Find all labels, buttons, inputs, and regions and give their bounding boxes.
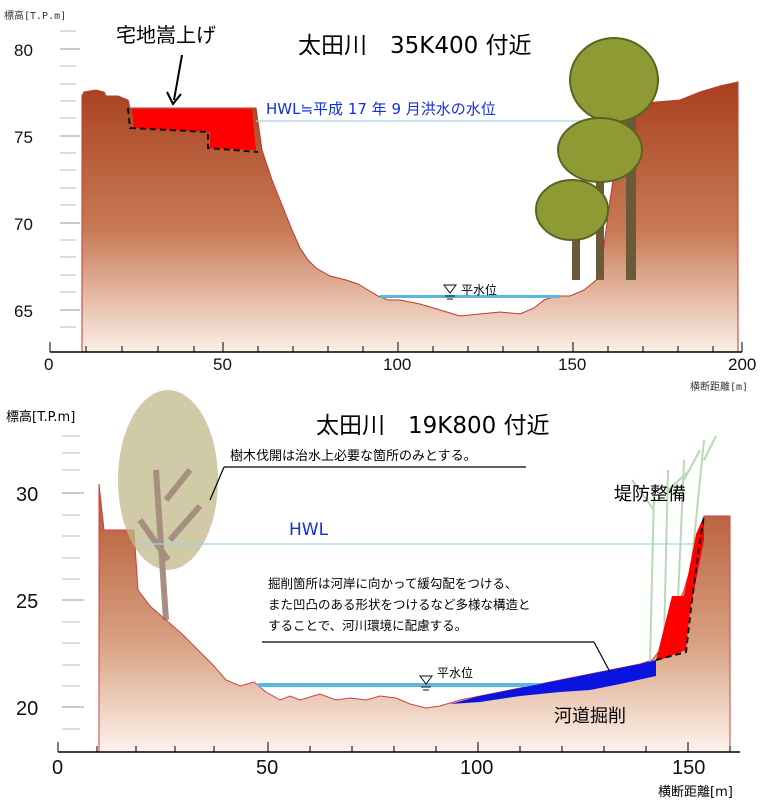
top-x-tick-50: 50 [213,355,232,374]
top-raise-dashed-outline [127,107,259,153]
bottom-excavation-area [450,660,656,704]
water-level-icon [419,675,433,691]
bottom-levee-label: 堤防整備 [614,484,686,505]
top-x-ticks [49,342,743,352]
bottom-x-axis-label: 横断距離[m] [658,785,733,800]
bottom-note-trees: 樹木伐開は治水上必要な箇所のみとする。 [230,448,477,464]
water-level-icon [443,284,457,300]
top-y-tick-75: 75 [14,128,33,147]
bottom-y-tick-25: 25 [16,591,38,613]
bottom-note-excavation-line-3: することで、河川環境に配慮する。 [268,618,467,633]
bottom-y-axis-label: 標高[T.P.m] [6,409,75,425]
top-water-surface [380,295,560,298]
bottom-excavation-label: 河道掘削 [554,706,626,727]
note-trees-pointer [209,466,225,501]
note-excavation-pointer [593,641,611,673]
top-raise-annotation: 宅地嵩上げ [116,23,216,47]
bottom-levee-dashed-outline [655,515,705,661]
top-x-tick-100: 100 [383,355,411,374]
bottom-water-level-label: 平水位 [437,665,473,680]
bottom-x-ticks [57,742,731,752]
bottom-levee-area [656,516,704,660]
top-raised-land [132,109,256,150]
bottom-x-tick-150: 150 [672,757,705,779]
down-arrow-icon [166,54,183,106]
top-water-level-label: 平水位 [461,282,497,297]
bottom-x-tick-50: 50 [256,757,278,779]
top-x-axis-label: 横断距離[m] [690,380,748,393]
top-hwl-label: HWL≒平成 17 年 9 月洪水の水位 [266,100,496,118]
top-x-tick-150: 150 [558,355,586,374]
top-x-tick-0: 0 [44,355,53,374]
top-y-tick-65: 65 [14,302,33,321]
top-y-tick-80: 80 [14,41,33,60]
top-title: 太田川 35K400 付近 [298,33,532,59]
tree-icon [535,37,659,280]
top-panel: 標高[T.P.m] 太田川 35K400 付近 80 75 70 65 HWL≒… [4,9,756,393]
top-y-minor-ticks [60,30,80,328]
bottom-x-tick-0: 0 [52,757,63,779]
top-x-tick-200: 200 [728,355,756,374]
bamboo-icon [631,435,717,665]
bottom-y-tick-20: 20 [16,698,38,720]
top-y-axis-label: 標高[T.P.m] [4,9,66,22]
bottom-water-surface [258,683,588,687]
top-y-tick-70: 70 [14,215,33,234]
bottom-x-tick-100: 100 [460,757,493,779]
bottom-y-tick-30: 30 [16,484,38,506]
bottom-y-minor-ticks [62,435,84,730]
bottom-hwl-label: HWL [289,520,329,540]
bottom-title: 太田川 19K800 付近 [316,413,550,439]
tree-icon-left [118,390,218,621]
bottom-note-excavation-line-2: また凹凸のある形状をつけるなど多様な構造と [268,597,531,612]
bottom-note-excavation-line-1: 掘削箇所は河岸に向かって緩勾配をつける、 [268,576,517,591]
bottom-panel: 標高[T.P.m] 太田川 19K800 付近 30 25 20 [6,390,740,800]
